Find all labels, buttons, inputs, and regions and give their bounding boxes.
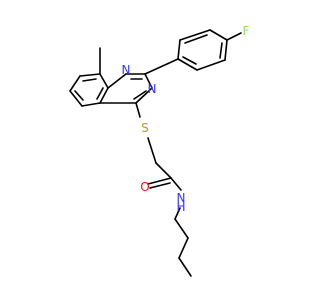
bond-c8-c8a [99,73,109,89]
atom-labels: N N F S O N H [122,24,250,214]
bond-ch2c-ch3 [178,257,192,277]
bond-lines [69,29,242,277]
bond-n3-c4 [135,87,153,104]
bond-c4a-c5 [81,102,101,107]
bond-ch2b-ch2c [178,237,189,259]
bond-ph3-ph4 [209,29,228,41]
atom-o-label: O [140,180,149,194]
bond-ph6-ph1 [177,58,198,71]
bond-ch2a-ch2b [174,218,189,239]
atom-n3-label: N [148,82,157,96]
bond-c5-c6-inner [74,90,84,101]
bond-co-nh [170,177,182,191]
bond-n3-c4-inner [133,90,147,100]
bond-c6-c7 [69,75,81,92]
atom-s-label: S [141,121,149,135]
atom-h-label: H [176,200,185,214]
bond-ph6-ph1-inner [182,56,197,65]
bond-c7-c8-inner [82,78,97,82]
atom-nh-label: N [177,191,186,205]
bond-s-ch2 [147,137,157,164]
bond-co-o [147,177,172,185]
bond-c4-s [135,102,141,118]
bond-ph2-ph3-inner [184,34,208,44]
bond-nh-ch2a [174,207,181,220]
bond-c7-c8 [79,73,101,77]
atom-n1-label: N [122,63,131,77]
bond-ph4-ph5 [224,39,228,61]
bond-ph1-ph2 [177,39,181,60]
molecule-structure-diagram: N N F S O N H [69,24,250,277]
bond-c5-c6 [69,90,83,107]
atom-f-label: F [243,24,250,38]
bond-c8a-inner [96,87,104,100]
bond-c2-n3 [144,73,153,89]
bond-ph5-ph6 [196,59,226,71]
bond-ph4-ph5-inner [219,42,223,59]
bond-c8a-n1 [107,73,127,89]
bond-c8a-c4a [99,87,109,104]
bond-co-o-inner [149,182,171,189]
bond-c2-ph1 [144,58,179,75]
bond-ph4-f [226,32,242,41]
bond-ch2-co [155,162,172,179]
bond-ph2-ph3 [179,29,211,41]
